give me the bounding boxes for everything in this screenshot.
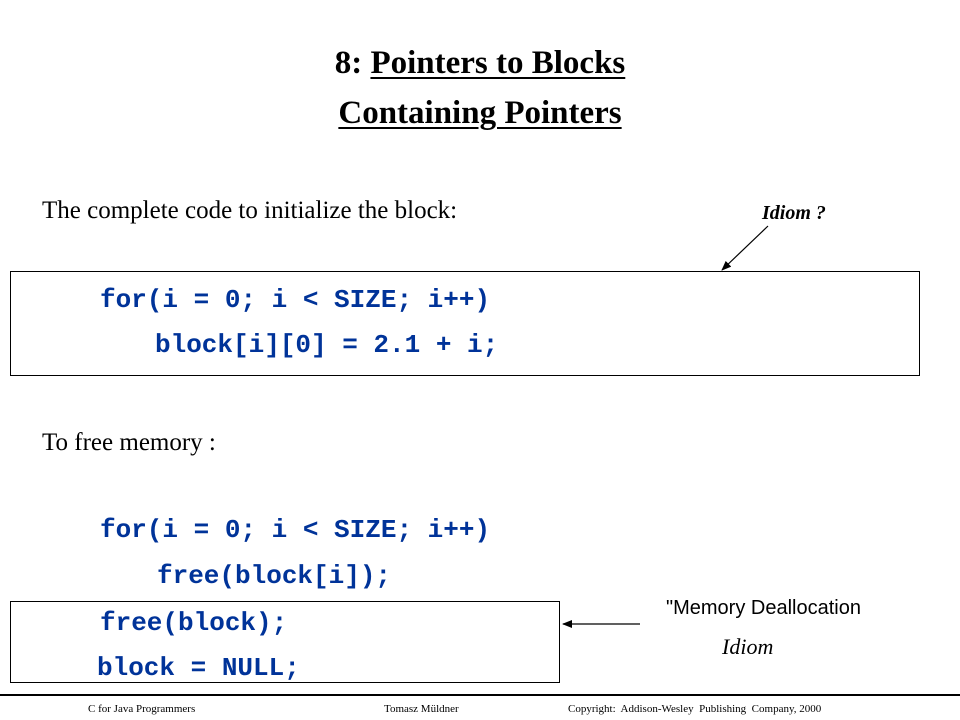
title-heading-2: Containing Pointers bbox=[338, 95, 622, 131]
init-code-line-1: for(i = 0; i < SIZE; i++) bbox=[100, 285, 491, 315]
footer-copyright: Copyright: Addison-Wesley Publishing Com… bbox=[568, 703, 822, 715]
init-code-line-2: block[i][0] = 2.1 + i; bbox=[155, 330, 499, 360]
free-code-line-2: free(block[i]); bbox=[157, 561, 392, 591]
slide-number: 8: bbox=[334, 45, 371, 81]
dealloc-code-box bbox=[10, 601, 560, 683]
slide-title: 8: Pointers to Blocks Containing Pointer… bbox=[0, 38, 960, 138]
slide-title-line-2: Containing Pointers bbox=[0, 88, 960, 138]
free-code-line-1: for(i = 0; i < SIZE; i++) bbox=[100, 515, 491, 545]
dealloc-note-line-1: "Memory Deallocation bbox=[666, 597, 861, 619]
free-code-line-3: free(block); bbox=[100, 608, 288, 638]
title-heading-1: Pointers to Blocks bbox=[370, 45, 626, 81]
slide-title-line-1: 8: Pointers to Blocks bbox=[0, 38, 960, 88]
intro-text: The complete code to initialize the bloc… bbox=[42, 197, 458, 224]
free-memory-text: To free memory : bbox=[42, 429, 216, 456]
free-code-line-4: block = NULL; bbox=[97, 653, 300, 683]
footer-course: C for Java Programmers bbox=[88, 703, 196, 715]
idiom-question-note: Idiom ? bbox=[762, 202, 826, 224]
dealloc-note-line-2: Idiom bbox=[722, 634, 774, 659]
idiom-arrow bbox=[721, 225, 769, 271]
footer-author: Tomasz Müldner bbox=[384, 703, 459, 715]
init-code-box bbox=[10, 271, 920, 376]
slide-footer: C for Java Programmers Tomasz Müldner Co… bbox=[0, 694, 960, 720]
